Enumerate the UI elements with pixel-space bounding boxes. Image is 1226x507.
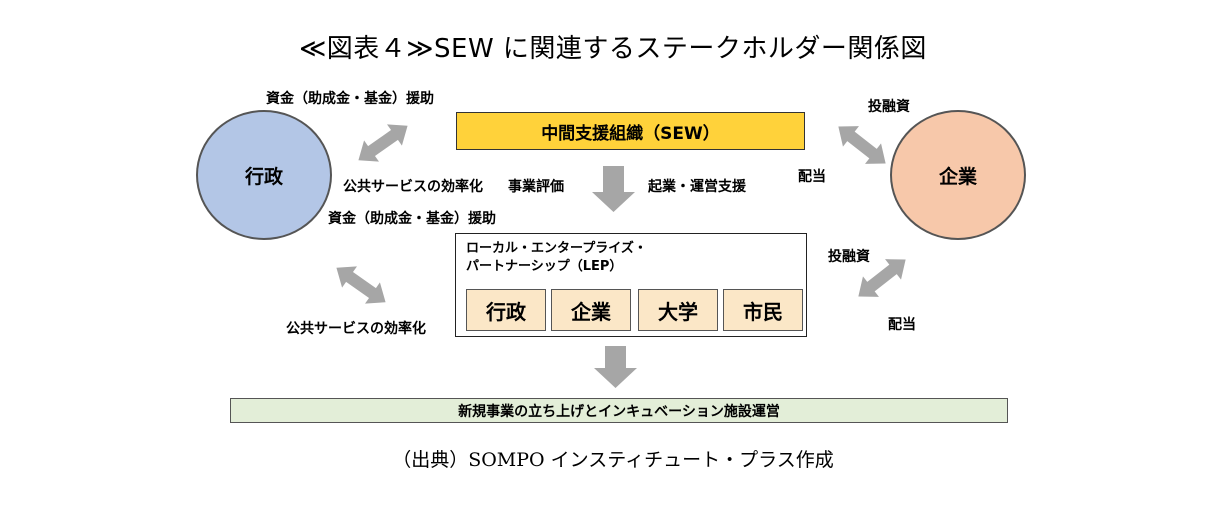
source-caption: （出典）SOMPO インスティチュート・プラス作成 <box>392 449 834 471</box>
corporation-circle: 企業 <box>890 110 1026 240</box>
label-dividend-bottom: 配当 <box>888 317 916 333</box>
lep-title: ローカル・エンタープライズ・ パートナーシップ（LEP） <box>466 240 647 276</box>
lep-member-citizens: 市民 <box>723 289 803 331</box>
bottom-activity-box: 新規事業の立ち上げとインキュベーション施設運営 <box>230 398 1008 423</box>
government-circle: 行政 <box>196 110 332 240</box>
lep-member-corporation: 企業 <box>551 289 631 331</box>
sew-box: 中間支援組織（SEW） <box>456 112 805 150</box>
sew-box-label: 中間支援組織（SEW） <box>541 123 720 144</box>
label-gov-funding-top: 資金（助成金・基金）援助 <box>266 91 434 107</box>
label-investment-top: 投融資 <box>868 99 910 115</box>
government-circle-label: 行政 <box>244 165 283 188</box>
lep-title-line1: ローカル・エンタープライズ・ <box>466 241 647 256</box>
diagram-title: ≪図表４≫SEW に関連するステークホルダー関係図 <box>299 34 927 64</box>
label-evaluation: 事業評価 <box>508 179 564 195</box>
corporation-circle-label: 企業 <box>938 165 977 188</box>
sew-corp-double-arrow <box>830 116 894 174</box>
label-startup-support: 起業・運営支援 <box>648 179 746 195</box>
bottom-activity-label: 新規事業の立ち上げとインキュベーション施設運営 <box>458 403 780 420</box>
gov-sew-double-arrow <box>350 115 416 171</box>
label-investment-bottom: 投融資 <box>828 249 870 265</box>
lep-to-bottom-down-arrow <box>594 346 637 388</box>
lep-member-university: 大学 <box>638 289 718 331</box>
lep-box: ローカル・エンタープライズ・ パートナーシップ（LEP） 行政 企業 大学 市民 <box>455 233 807 337</box>
label-dividend-top: 配当 <box>798 169 826 185</box>
label-public-efficiency-top: 公共サービスの効率化 <box>343 179 483 195</box>
label-public-efficiency-lep: 公共サービスの効率化 <box>286 321 426 337</box>
lep-member-government: 行政 <box>466 289 546 331</box>
label-gov-funding-lep: 資金（助成金・基金）援助 <box>328 211 496 227</box>
gov-lep-double-arrow <box>328 257 394 313</box>
sew-to-lep-down-arrow <box>592 166 635 212</box>
lep-title-line2: パートナーシップ（LEP） <box>466 259 623 274</box>
